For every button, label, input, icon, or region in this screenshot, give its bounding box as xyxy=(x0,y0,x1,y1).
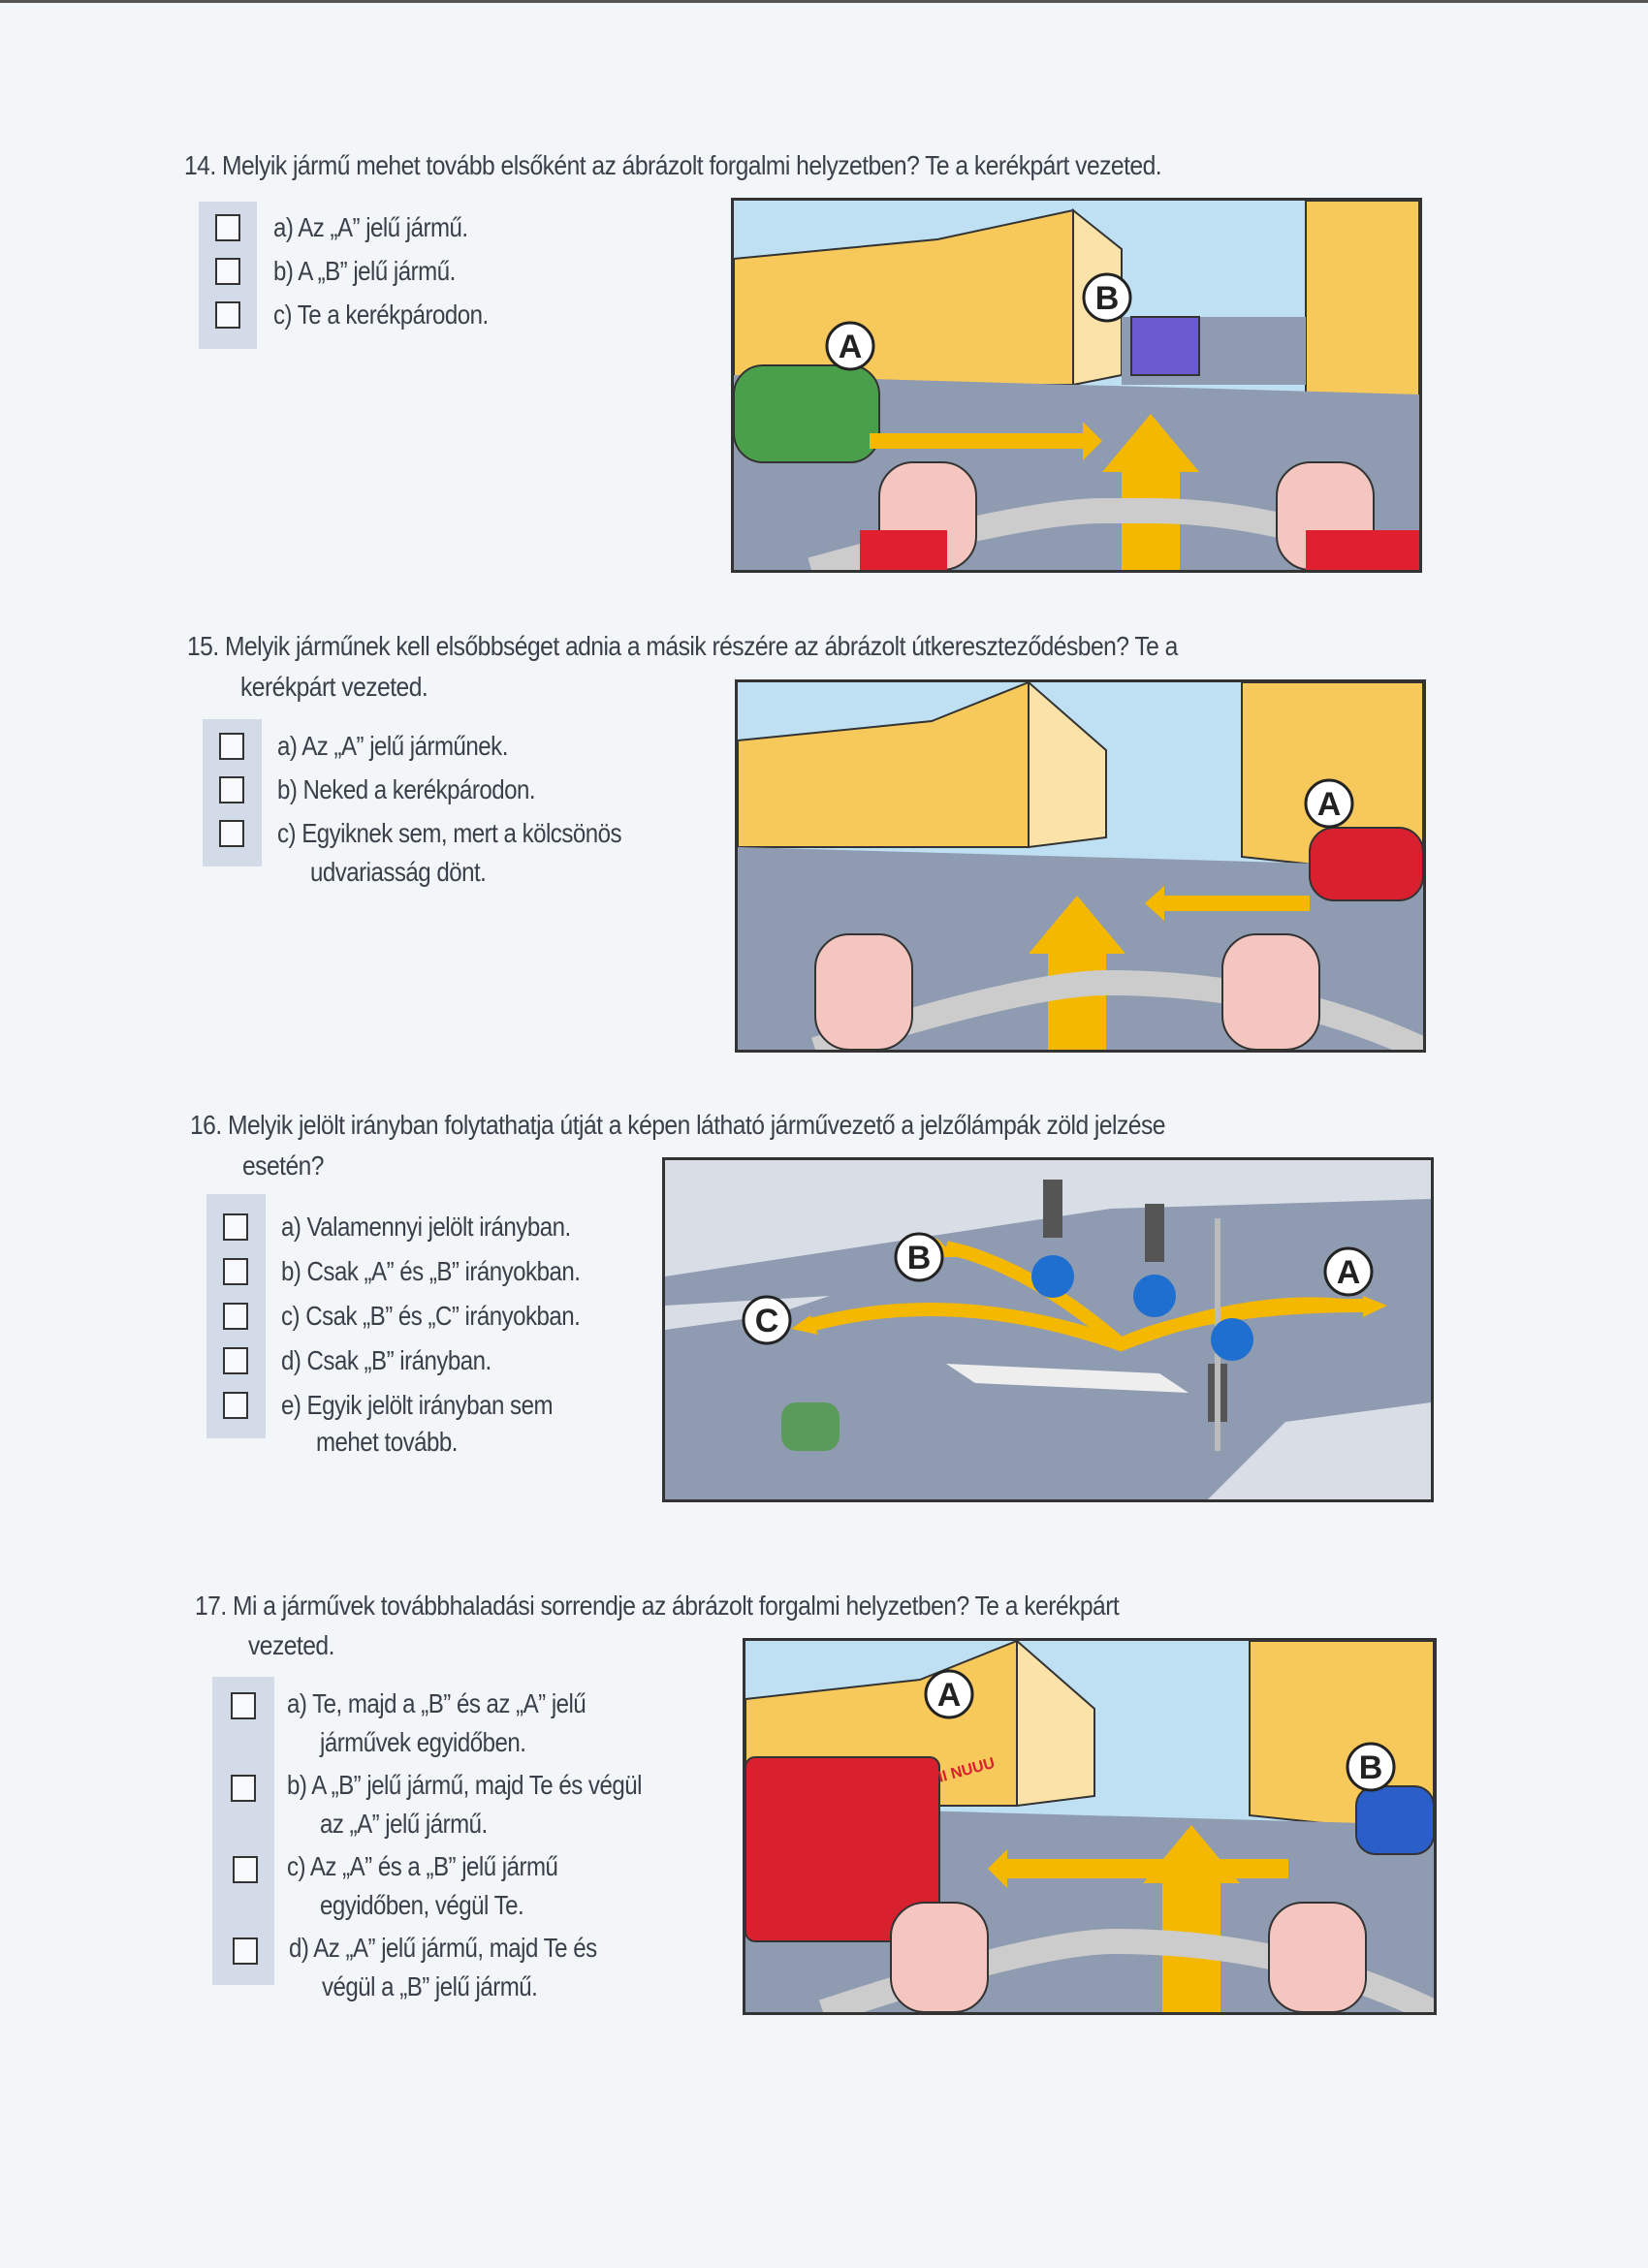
question-title-cont: esetén? xyxy=(242,1150,325,1181)
option-b: b) A „B” jelű jármű. xyxy=(273,256,456,286)
checkbox-e[interactable] xyxy=(223,1392,248,1419)
option-c: c) Egyiknek sem, mert a kölcsönös xyxy=(277,818,622,848)
option-a: a) Az „A” jelű járműnek. xyxy=(277,731,508,761)
vehicle-label-a: A xyxy=(1317,786,1342,823)
option-d: d) Az „A” jelű jármű, majd Te és xyxy=(289,1933,597,1963)
option-d-cont: végül a „B” jelű jármű. xyxy=(322,1971,538,2001)
checkbox-a[interactable] xyxy=(231,1692,256,1719)
option-c-cont: egyidőben, végül Te. xyxy=(320,1890,524,1920)
option-b: b) Neked a kerékpárodon. xyxy=(277,774,536,804)
traffic-illustration: A xyxy=(735,679,1426,1053)
checkbox-d[interactable] xyxy=(233,1937,258,1965)
option-a: a) Valamennyi jelölt irányban. xyxy=(281,1212,571,1242)
option-b-cont: az „A” jelű jármű. xyxy=(320,1809,488,1839)
question-title-cont: vezeted. xyxy=(248,1630,334,1660)
vehicle-label-a: A xyxy=(937,1677,962,1714)
option-e: e) Egyik jelölt irányban sem xyxy=(281,1390,554,1420)
scan-edge xyxy=(0,0,1648,3)
answer-column xyxy=(212,1677,274,1985)
checkbox-b[interactable] xyxy=(215,258,240,285)
checkbox-d[interactable] xyxy=(223,1347,248,1374)
option-b: b) Csak „A” és „B” irányokban. xyxy=(281,1256,581,1286)
question-title: 17. Mi a járművek továbbhaladási sorrend… xyxy=(195,1591,1120,1621)
checkbox-b[interactable] xyxy=(231,1775,256,1802)
checkbox-c[interactable] xyxy=(215,301,240,329)
option-b: b) A „B” jelű jármű, majd Te és végül xyxy=(287,1770,642,1800)
checkbox-a[interactable] xyxy=(215,214,240,241)
question-title: 14. Melyik jármű mehet tovább elsőként a… xyxy=(184,150,1162,180)
option-e-cont: mehet tovább. xyxy=(316,1427,458,1457)
option-d: d) Csak „B” irányban. xyxy=(281,1345,491,1375)
direction-label-c: C xyxy=(755,1303,779,1339)
traffic-illustration: B A C xyxy=(662,1157,1434,1502)
checkbox-c[interactable] xyxy=(223,1303,248,1330)
option-c: c) Az „A” és a „B” jelű jármű xyxy=(287,1851,558,1881)
checkbox-a[interactable] xyxy=(223,1213,248,1241)
option-c-cont: udvariasság dönt. xyxy=(310,857,487,887)
direction-label-b: B xyxy=(907,1240,932,1276)
option-a-cont: járművek egyidőben. xyxy=(320,1727,526,1757)
checkbox-b[interactable] xyxy=(219,776,244,803)
vehicle-label-a: A xyxy=(839,329,863,365)
direction-label-a: A xyxy=(1337,1254,1361,1291)
option-c: c) Csak „B” és „C” irányokban. xyxy=(281,1301,581,1331)
checkbox-c[interactable] xyxy=(233,1856,258,1883)
traffic-illustration: A B xyxy=(731,198,1422,573)
checkbox-a[interactable] xyxy=(219,733,244,760)
traffic-illustration: NIII NUUU A B xyxy=(743,1638,1437,2015)
vehicle-label-b: B xyxy=(1359,1749,1383,1786)
option-a: a) Az „A” jelű jármű. xyxy=(273,212,468,242)
checkbox-c[interactable] xyxy=(219,820,244,847)
option-c: c) Te a kerékpárodon. xyxy=(273,299,489,330)
vehicle-label-b: B xyxy=(1095,280,1120,317)
option-a: a) Te, majd a „B” és az „A” jelű xyxy=(287,1688,586,1718)
question-title-cont: kerékpárt vezeted. xyxy=(240,672,428,702)
checkbox-b[interactable] xyxy=(223,1258,248,1285)
question-title: 16. Melyik jelölt irányban folytathatja … xyxy=(190,1110,1165,1140)
question-title: 15. Melyik járműnek kell elsőbbséget adn… xyxy=(187,631,1178,661)
